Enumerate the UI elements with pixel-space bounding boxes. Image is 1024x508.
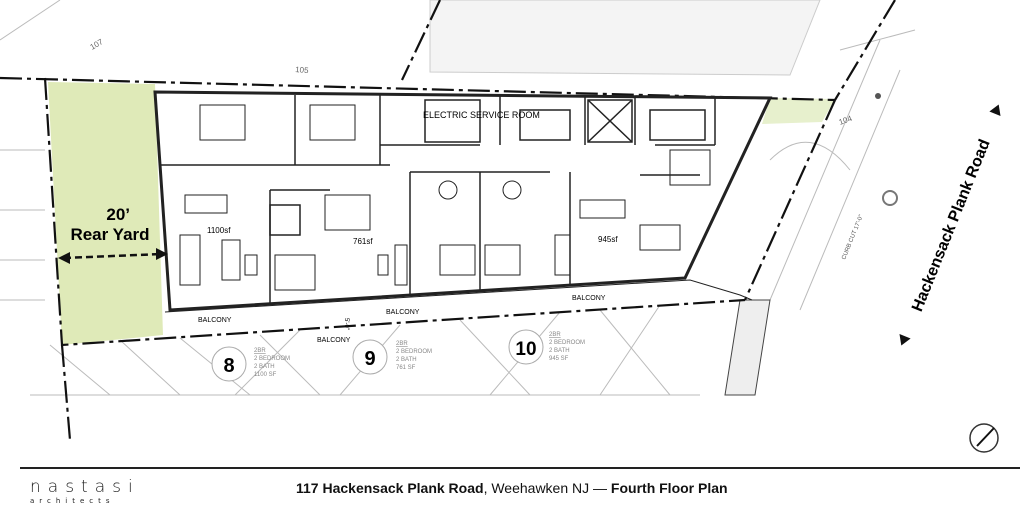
north-arrow-icon: [969, 423, 999, 453]
logo-sub: architects: [30, 497, 115, 505]
front-planting: [762, 98, 835, 124]
rear-yard-dimension-arrow: [58, 248, 168, 264]
firm-logo: nastasi architects: [30, 478, 140, 505]
curb-cut-label: CURB CUT 17'-0": [841, 214, 864, 261]
svg-text:2BR: 2BR: [549, 332, 561, 338]
balcony-label: BALCONY: [386, 309, 420, 316]
tree-icon: [882, 190, 898, 206]
footer-divider: [20, 467, 1020, 469]
svg-text:2 BATH: 2 BATH: [396, 357, 417, 363]
contour-label: 105: [295, 65, 310, 75]
unit-10-area: 945sf: [598, 235, 618, 244]
svg-text:761 SF: 761 SF: [396, 365, 416, 371]
building-walls: [153, 90, 773, 313]
rear-yard-label: Rear Yard: [70, 225, 149, 244]
rear-yard: [48, 82, 163, 345]
unit-tag-9: 9 2BR 2 BEDROOM 2 BATH 761 SF: [352, 339, 432, 375]
svg-text:2 BATH: 2 BATH: [254, 364, 275, 370]
balcony-label: BALCONY: [198, 317, 232, 324]
street-label: Hackensack Plank Road: [899, 104, 1001, 346]
svg-text:2 BEDROOM: 2 BEDROOM: [254, 356, 290, 362]
svg-text:2 BATH: 2 BATH: [549, 348, 570, 354]
title-address: 117 Hackensack Plank Road: [296, 480, 484, 496]
svg-text:10: 10: [515, 339, 536, 360]
unit-tag-8: 8 2BR 2 BEDROOM 2 BATH 1100 SF: [211, 346, 290, 382]
unit-tag-10: 10 2BR 2 BEDROOM 2 BATH 945 SF: [508, 329, 585, 365]
svg-text:8: 8: [223, 355, 234, 377]
electric-room-label: ELECTRIC SERVICE ROOM: [423, 110, 540, 120]
arrow-right-icon: [989, 104, 1001, 116]
hydrant-icon: [875, 93, 881, 99]
unit-9-area: 761sf: [353, 237, 373, 246]
sidewalk-curb: [724, 299, 771, 396]
arrow-left-icon: [899, 334, 911, 346]
context-lines: [0, 0, 916, 396]
title-sheet: Fourth Floor Plan: [610, 480, 728, 496]
dimension-note: 5'-0": [343, 318, 349, 330]
contour-label: 104: [838, 114, 854, 127]
svg-text:2BR: 2BR: [254, 348, 266, 354]
logo-main: nastasi: [30, 477, 140, 497]
svg-text:2 BEDROOM: 2 BEDROOM: [549, 340, 585, 346]
svg-text:9: 9: [364, 348, 375, 370]
balcony-label: BALCONY: [317, 337, 351, 344]
rear-yard-dimension: 20’: [106, 205, 130, 224]
svg-text:1100 SF: 1100 SF: [254, 372, 277, 378]
balcony-label: BALCONY: [572, 295, 606, 302]
unit-8-area: 1100sf: [207, 226, 231, 235]
svg-text:2BR: 2BR: [396, 341, 408, 347]
svg-text:2 BEDROOM: 2 BEDROOM: [396, 349, 432, 355]
sheet-title: 117 Hackensack Plank Road, Weehawken NJ …: [296, 480, 728, 496]
title-city: , Weehawken NJ —: [483, 480, 611, 496]
floor-plan: 20’ Rear Yard ELECTRIC SERVICE ROOM 1100…: [0, 0, 1001, 453]
contour-label: 107: [89, 37, 106, 52]
svg-text:945 SF: 945 SF: [549, 356, 569, 362]
svg-text:Hackensack Plank Road: Hackensack Plank Road: [909, 137, 994, 314]
